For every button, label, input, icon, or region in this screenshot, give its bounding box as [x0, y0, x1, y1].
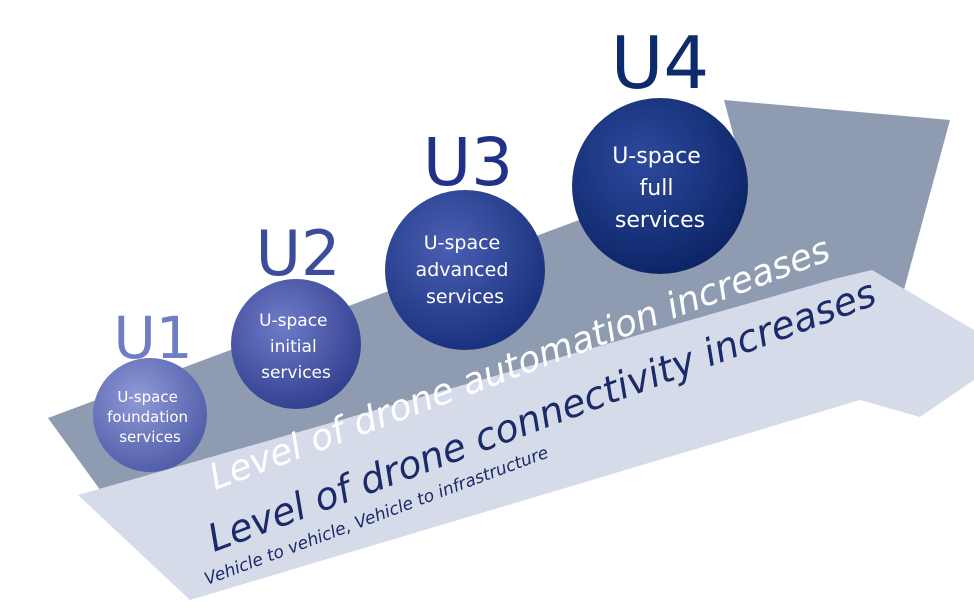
svg-text:U-space full servi: U-space full services	[612, 144, 708, 233]
connectivity-arrow	[78, 270, 974, 600]
stage-u2-line-2: initial	[270, 337, 317, 357]
stage-u3: U3 U-space advanced services	[385, 124, 545, 350]
stage-u3-line-2: advanced	[416, 259, 509, 281]
stage-u1-bubble	[93, 358, 207, 472]
stage-u3-line-3: services	[426, 286, 504, 308]
stage-u3-line-1: U-space	[424, 232, 501, 254]
stage-u3-bubble	[385, 190, 545, 350]
stage-u1: U1 U-space foundation services	[93, 304, 207, 472]
stage-u4: U4 U-space full services	[572, 21, 748, 274]
stage-u2-line-3: services	[261, 363, 331, 383]
stage-u3-code: U3	[423, 124, 513, 201]
stage-u1-line-1: U-space	[117, 388, 177, 406]
svg-text:U-space advanced s: U-space advanced services	[416, 232, 515, 308]
stage-u2-bubble	[231, 279, 361, 409]
svg-text:U-space foundation: U-space foundation services	[107, 388, 193, 446]
stage-u4-code: U4	[611, 21, 710, 105]
stage-u4-line-2: full	[640, 176, 674, 201]
stage-u4-line-1: U-space	[612, 144, 701, 169]
stage-u2: U2 U-space initial services	[231, 217, 361, 409]
stage-u2-code: U2	[256, 217, 341, 290]
svg-text:U-space initial se: U-space initial services	[259, 311, 333, 383]
stage-u4-bubble	[572, 98, 748, 274]
stage-u4-line-3: services	[615, 208, 705, 233]
stage-u1-line-3: services	[119, 428, 181, 446]
stage-u2-line-1: U-space	[259, 311, 327, 331]
stage-u1-line-2: foundation	[107, 408, 188, 426]
